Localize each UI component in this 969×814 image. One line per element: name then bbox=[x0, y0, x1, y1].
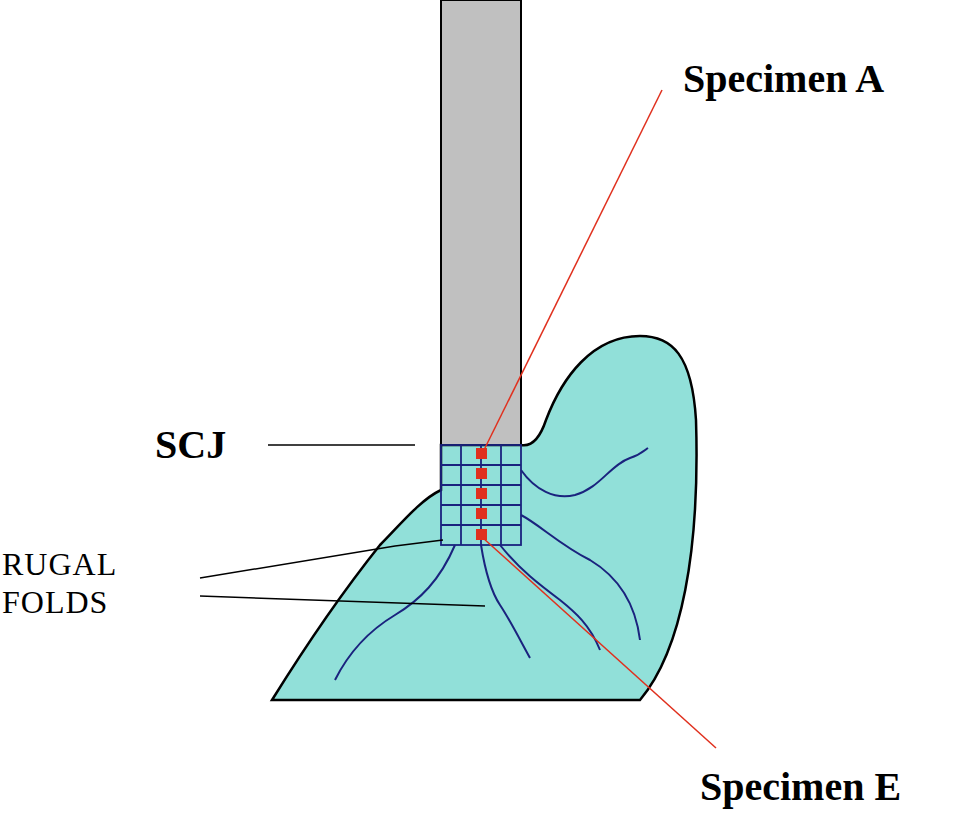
specimen-dots bbox=[476, 448, 487, 540]
part-label: RUGAL FOLDS bbox=[2, 545, 142, 622]
sampling-grid bbox=[441, 445, 521, 545]
specimen-label: Specimen A bbox=[683, 56, 884, 102]
esophagus bbox=[441, 0, 521, 445]
leader-lines bbox=[200, 90, 716, 748]
junction-label: SCJ bbox=[155, 422, 226, 468]
specimen-label: Specimen E bbox=[700, 764, 901, 810]
